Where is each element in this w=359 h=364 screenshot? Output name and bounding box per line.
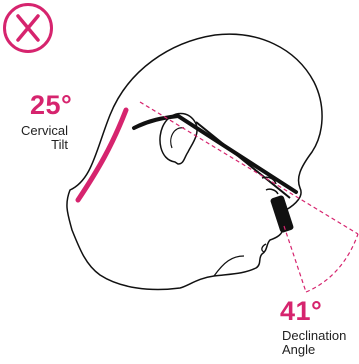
glasses-temple-2 xyxy=(196,122,290,198)
device xyxy=(270,195,294,234)
ear-inner xyxy=(171,128,184,148)
declination-angle-label-line2: Angle xyxy=(282,343,315,356)
eye xyxy=(266,189,278,194)
declination-angle-value: 41° xyxy=(280,298,322,325)
head-outline xyxy=(67,34,322,289)
cervical-tilt-label-line1: Cervical xyxy=(10,124,68,137)
declination-ray-lower xyxy=(284,226,306,292)
declination-angle-label-line1: Declination xyxy=(282,329,346,342)
glasses-temple xyxy=(134,116,296,192)
cervical-tilt-label-line2: Tilt xyxy=(10,138,68,151)
cervical-tilt-arc xyxy=(78,110,126,200)
declination-ray-upper xyxy=(140,102,358,234)
ear xyxy=(160,114,197,165)
cervical-tilt-value: 25° xyxy=(30,92,72,119)
declination-arc xyxy=(306,234,358,292)
